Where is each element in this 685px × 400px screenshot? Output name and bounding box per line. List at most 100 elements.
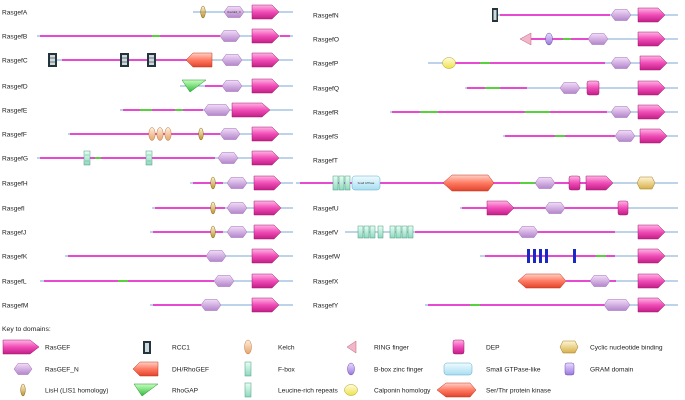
protein-row-rasgefN: RasgefN bbox=[313, 7, 678, 23]
fbox-icon bbox=[83, 150, 91, 166]
rasgef-pentagon-icon bbox=[251, 297, 280, 313]
rasgef-n-icon bbox=[544, 202, 566, 214]
rcc1-icon bbox=[147, 53, 156, 67]
key-label: Kelch bbox=[278, 345, 295, 352]
rasgef-pentagon-icon bbox=[251, 126, 280, 142]
key-item-bbox: B-box zinc finger bbox=[347, 362, 424, 376]
fbox-icon bbox=[145, 150, 153, 166]
key-item-ring-finger: RING finger bbox=[346, 340, 410, 354]
kinase-icon bbox=[517, 273, 567, 289]
small-gtpase-icon: Small GTPase bbox=[351, 175, 381, 191]
protein-row-rasgefH: RasgefH bbox=[2, 175, 293, 191]
protein-row-rasgefR: RasgefR bbox=[313, 104, 678, 120]
rasgef-n-icon bbox=[13, 363, 33, 375]
rasgef-pentagon-icon bbox=[231, 102, 271, 118]
key-item-rasgef-n: RasGEF_N bbox=[13, 363, 79, 375]
protein-row-rasgefF: RasgefF bbox=[2, 126, 293, 142]
protein-name: RasgefW bbox=[313, 254, 341, 261]
rasgef-n-icon bbox=[226, 202, 248, 214]
rasgef-pentagon-icon bbox=[637, 224, 666, 240]
lish-icon bbox=[200, 5, 206, 19]
rasgef-n-icon bbox=[217, 152, 239, 164]
protein-name: RasgefO bbox=[313, 37, 339, 44]
dep-icon bbox=[586, 80, 600, 96]
protein-row-rasgefO: RasgefO bbox=[313, 31, 678, 47]
domain-text: RasGEF_N bbox=[227, 10, 240, 14]
protein-row-rasgefV: RasgefV bbox=[313, 224, 678, 240]
rasgef-pentagon-icon bbox=[253, 224, 282, 240]
rasgef-pentagon-icon bbox=[637, 273, 666, 289]
rasgef-n-icon bbox=[610, 57, 632, 69]
rasgef-n-icon: RasGEF_N bbox=[223, 6, 245, 18]
protein-row-rasgefL: RasgefL bbox=[2, 273, 293, 289]
rasgef-n-icon bbox=[587, 33, 609, 45]
rasgef-pentagon-icon bbox=[251, 28, 280, 44]
rasgef-pentagon-icon bbox=[637, 80, 666, 96]
rasgef-n-icon bbox=[219, 30, 241, 42]
key-label: Ser/Thr protein kinase bbox=[486, 388, 551, 395]
key-item-calponin: Calponin homology bbox=[344, 384, 431, 396]
key-item-lrr: Leucine-rich repeats bbox=[244, 382, 338, 398]
rasgef-pentagon-icon bbox=[637, 7, 666, 23]
rasgef-pentagon-icon bbox=[251, 52, 280, 68]
lish-icon bbox=[198, 127, 204, 141]
protein-name: RasgefE bbox=[2, 108, 28, 115]
rasgef-n-icon bbox=[614, 130, 636, 142]
protein-row-rasgefC: RasgefC bbox=[2, 52, 293, 68]
ring-finger-icon bbox=[346, 340, 357, 354]
protein-row-rasgefT: RasgefT bbox=[313, 158, 338, 165]
protein-name: RasgefP bbox=[313, 61, 339, 68]
protein-row-rasgefG: RasgefG bbox=[2, 150, 293, 166]
key-label: DEP bbox=[486, 345, 500, 352]
rasgef-n-icon bbox=[205, 250, 227, 262]
protein-name: RasgefI bbox=[2, 206, 25, 213]
rasgef-n-icon bbox=[221, 80, 243, 92]
protein-name: RasgefY bbox=[313, 303, 339, 310]
rhogap-icon bbox=[181, 79, 207, 93]
protein-name: RasgefK bbox=[2, 254, 28, 261]
protein-row-rasgefU: RasgefU bbox=[313, 200, 678, 216]
protein-name: RasgefL bbox=[2, 279, 27, 286]
rasgef-n-icon bbox=[610, 9, 632, 21]
protein-row-rasgefT-track: Small GTPase bbox=[296, 174, 678, 192]
protein-name: RasgefR bbox=[313, 110, 339, 117]
key-label: RasGEF bbox=[45, 345, 70, 352]
lrr-icon bbox=[332, 175, 351, 191]
key-item-fbox: F-box bbox=[244, 361, 296, 377]
key-item-rhogap: RhoGAP bbox=[133, 383, 199, 397]
protein-row-rasgefI: RasgefI bbox=[2, 200, 293, 216]
rasgef-pentagon-icon bbox=[251, 248, 280, 264]
small-gtpase-icon bbox=[443, 362, 473, 376]
protein-name: RasgefU bbox=[313, 206, 339, 213]
key-label: Leucine-rich repeats bbox=[278, 388, 338, 395]
gram-icon bbox=[564, 362, 575, 376]
lish-icon bbox=[210, 225, 216, 239]
kelch-icon bbox=[148, 127, 156, 141]
key-item-dep: DEP bbox=[452, 339, 500, 355]
protein-row-rasgefX: RasgefX bbox=[313, 273, 678, 289]
kelch-icon bbox=[156, 127, 164, 141]
protein-name: RasgefJ bbox=[2, 230, 26, 237]
protein-name: RasgefG bbox=[2, 156, 28, 163]
rasgef-pentagon-icon bbox=[251, 4, 280, 20]
rcc1-icon bbox=[48, 53, 57, 67]
protein-row-rasgefK: RasgefK bbox=[2, 248, 293, 264]
key-label: RING finger bbox=[374, 345, 410, 352]
domain-text: Small GTPase bbox=[358, 181, 375, 185]
rasgef-pentagon-icon bbox=[251, 150, 280, 166]
rcc1-icon bbox=[143, 341, 151, 354]
key-item-lish: LisH (LIS1 homology) bbox=[20, 383, 108, 397]
domain-key: Key to domains: RasGEF RCC1 Kelch RING f… bbox=[2, 326, 663, 398]
key-label: B-box zinc finger bbox=[374, 367, 424, 374]
protein-name: RasgefQ bbox=[313, 86, 339, 93]
rcc1-repeat-bars bbox=[527, 249, 576, 263]
rasgef-n-icon bbox=[589, 275, 611, 287]
bbox-icon bbox=[545, 32, 553, 46]
protein-name: RasgefX bbox=[313, 279, 339, 286]
key-item-small-gtpase: Small GTPase-like bbox=[443, 362, 541, 376]
rasgef-n-icon bbox=[213, 275, 235, 287]
rasgef-pentagon-icon bbox=[585, 175, 614, 191]
rasgef-n-icon bbox=[534, 177, 556, 189]
rasgef-pentagon-icon bbox=[253, 200, 282, 216]
